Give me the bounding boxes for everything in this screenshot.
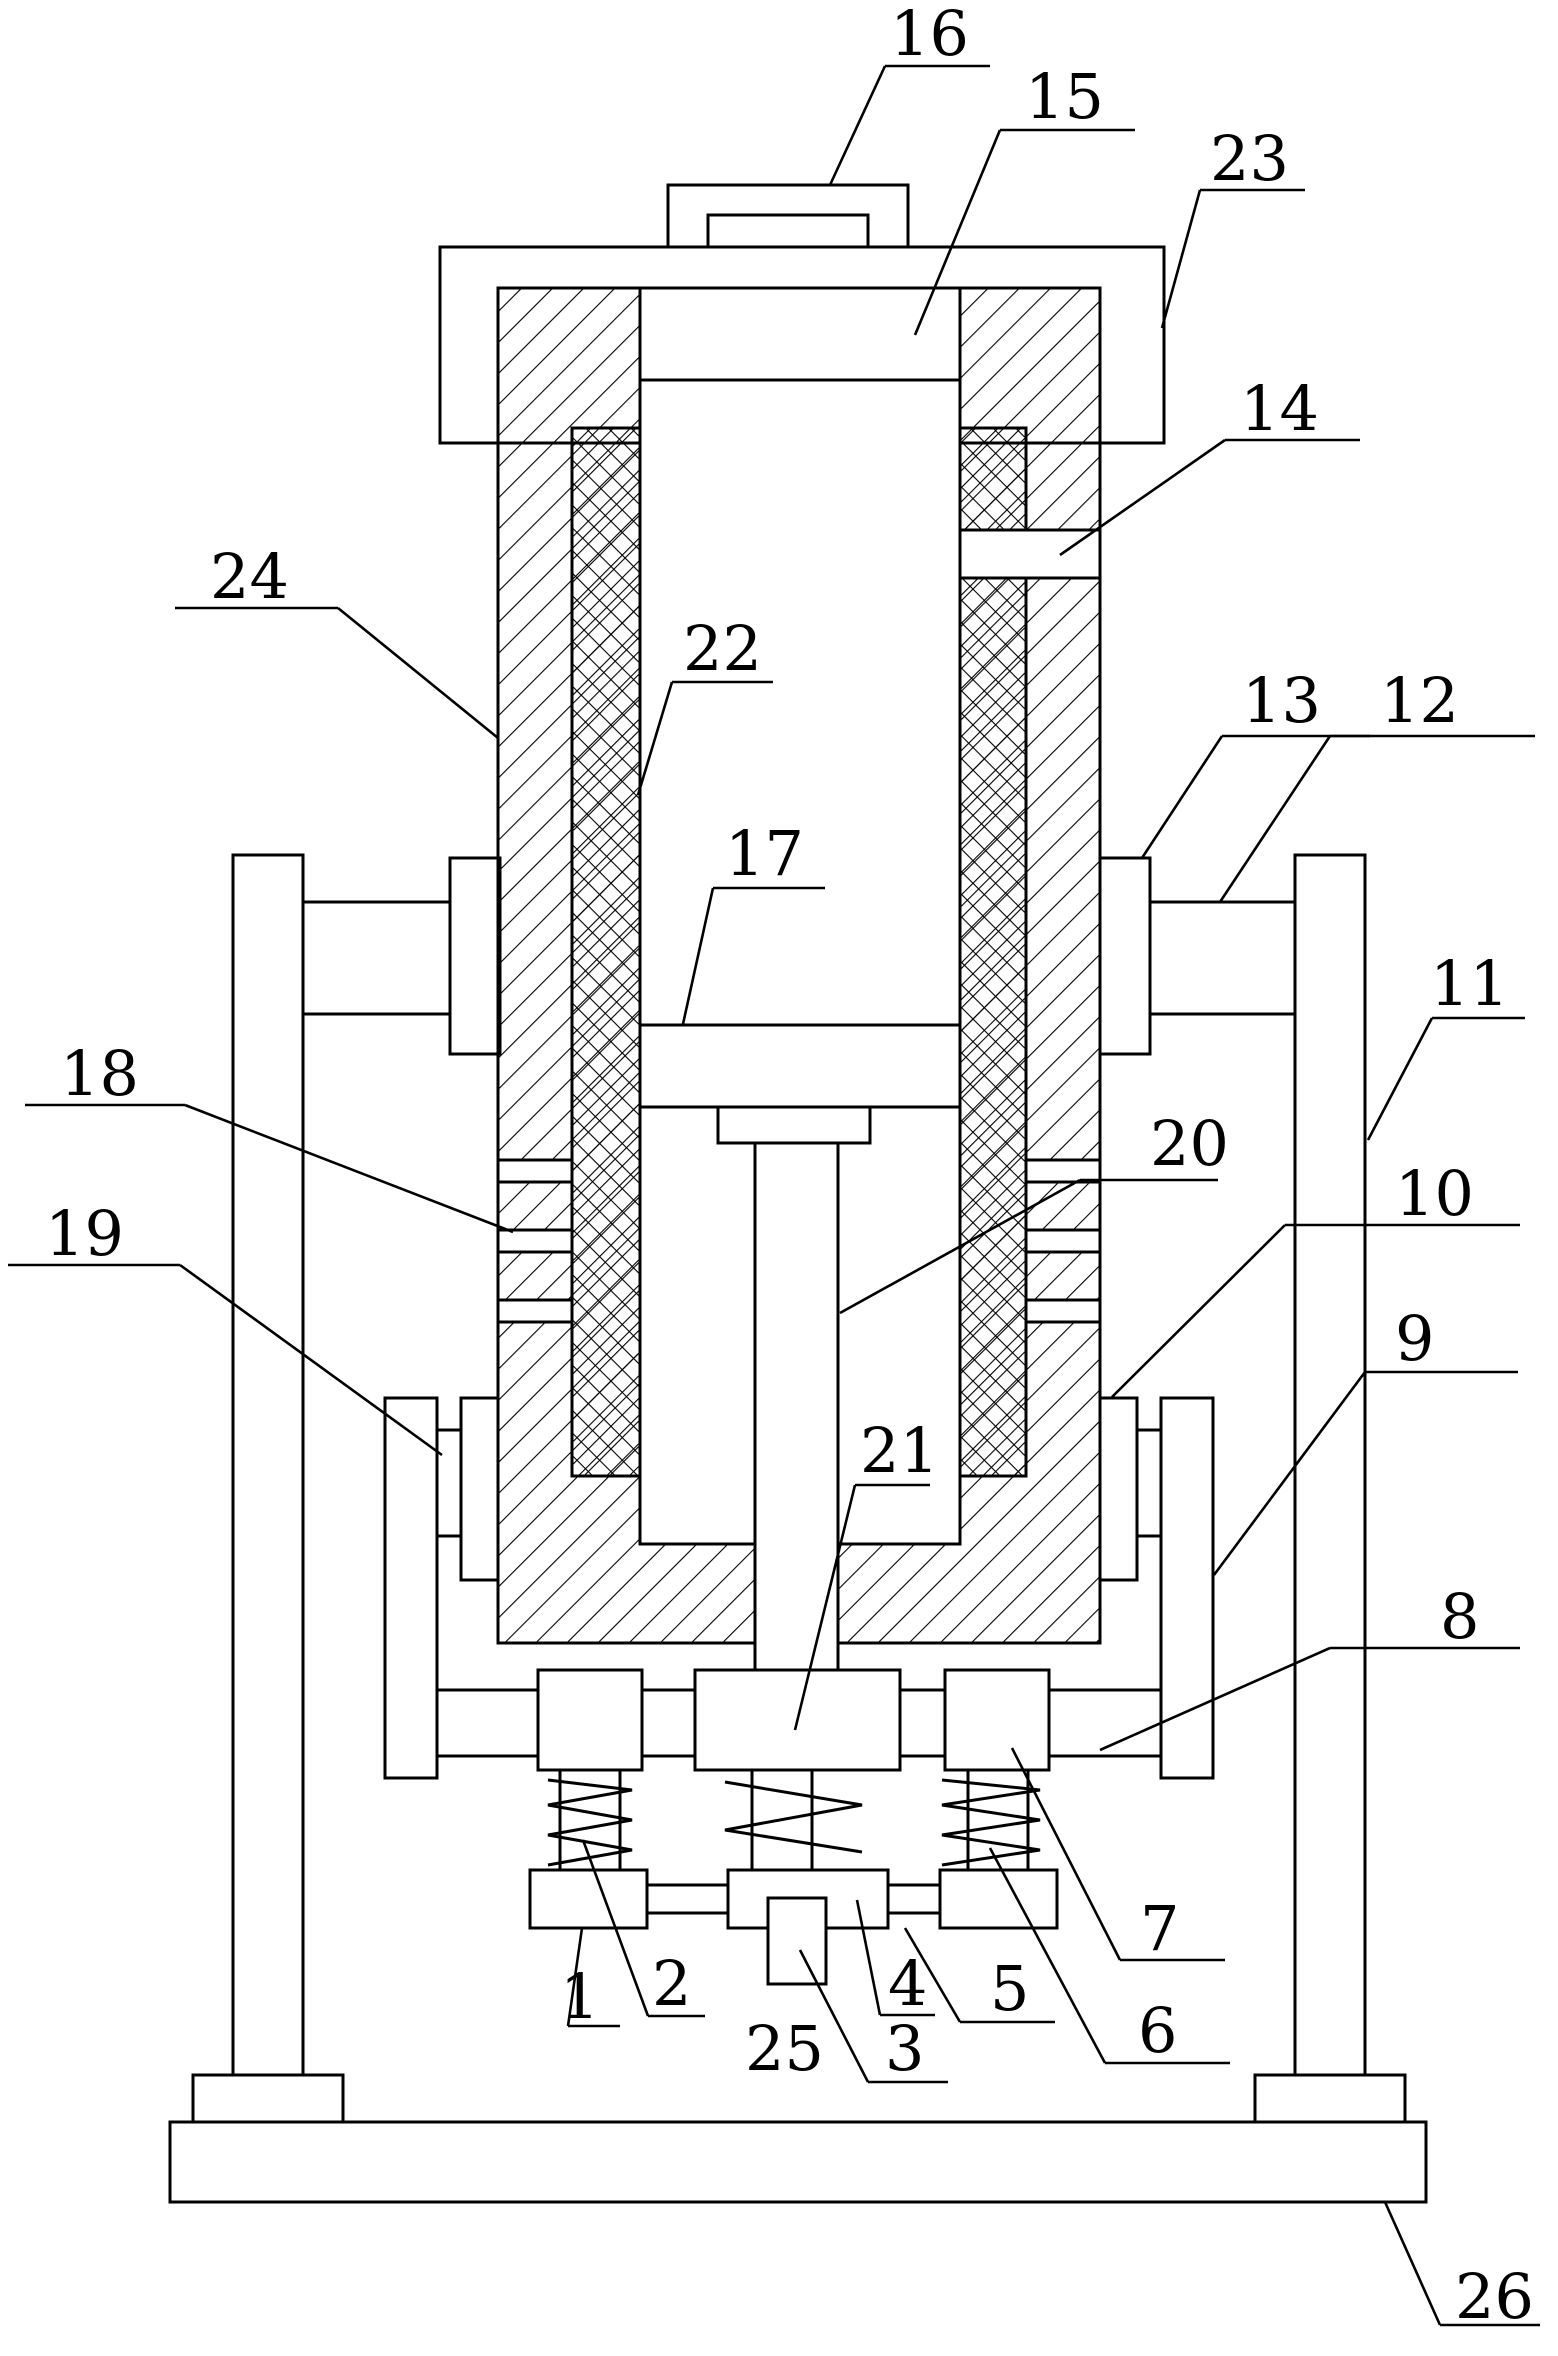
probe-tip	[766, 1896, 828, 1986]
right-slider	[938, 1868, 1059, 1930]
label-13: 13	[1242, 664, 1321, 737]
label-22: 22	[683, 612, 762, 685]
label-6: 6	[1138, 1994, 1177, 2067]
label-12: 12	[1380, 664, 1459, 737]
left-slot-2	[496, 1228, 574, 1254]
label-23: 23	[1210, 122, 1289, 195]
label-26: 26	[1455, 2260, 1534, 2333]
label-3: 3	[885, 2012, 924, 2085]
right-slot-1	[1024, 1158, 1102, 1184]
right-mount-outer	[1159, 1396, 1215, 1780]
leader-lines	[8, 64, 1540, 2327]
label-24: 24	[210, 540, 289, 613]
left-spring	[547, 1778, 633, 1867]
right-bearing	[1098, 856, 1152, 1056]
slider-bar-right	[886, 1883, 942, 1915]
left-mount-inner	[435, 1428, 463, 1538]
label-18: 18	[60, 1037, 139, 1110]
side-port	[958, 528, 1102, 580]
label-19: 19	[45, 1197, 124, 1270]
left-slot-1	[496, 1158, 574, 1184]
left-foot	[191, 2073, 345, 2124]
piston	[638, 1023, 962, 1109]
left-arm	[301, 900, 452, 1016]
label-21: 21	[860, 1414, 939, 1487]
label-11: 11	[1430, 947, 1509, 1020]
slider-bar-left	[645, 1883, 730, 1915]
label-14: 14	[1240, 372, 1319, 445]
label-7: 7	[1140, 1892, 1179, 1965]
label-2: 2	[652, 1947, 691, 2020]
label-20: 20	[1150, 1107, 1229, 1180]
label-15: 15	[1025, 60, 1104, 133]
handle-inner	[706, 213, 870, 249]
right-foot	[1253, 2073, 1407, 2124]
right-slot-2	[1024, 1228, 1102, 1254]
left-liner	[570, 426, 642, 1478]
label-17: 17	[725, 817, 804, 890]
right-spring-block	[943, 1668, 1051, 1772]
piston-nub	[716, 1105, 872, 1145]
right-mount-inner	[1135, 1428, 1163, 1538]
center-spring	[724, 1780, 863, 1854]
left-post	[231, 853, 305, 2077]
right-spring	[941, 1778, 1041, 1867]
label-10: 10	[1395, 1157, 1474, 1230]
right-arm	[1148, 900, 1297, 1016]
label-16: 16	[890, 0, 969, 70]
label-8: 8	[1440, 1580, 1479, 1653]
left-slot-3	[496, 1298, 574, 1324]
base-plate	[168, 2120, 1428, 2204]
left-bearing	[448, 856, 502, 1056]
right-mount-block	[1098, 1396, 1139, 1582]
label-1: 1	[560, 1960, 599, 2033]
label-5: 5	[990, 1952, 1029, 2025]
piston-rod	[753, 1141, 840, 1675]
left-slider	[528, 1868, 649, 1930]
left-mount-block	[459, 1396, 500, 1582]
right-slot-3	[1024, 1298, 1102, 1324]
left-spring-block	[536, 1668, 644, 1772]
right-post	[1293, 853, 1367, 2077]
left-mount-outer	[383, 1396, 439, 1780]
label-9: 9	[1395, 1302, 1434, 1375]
label-4: 4	[888, 1947, 927, 2020]
label-25: 25	[745, 2012, 824, 2085]
right-liner	[958, 426, 1028, 1478]
